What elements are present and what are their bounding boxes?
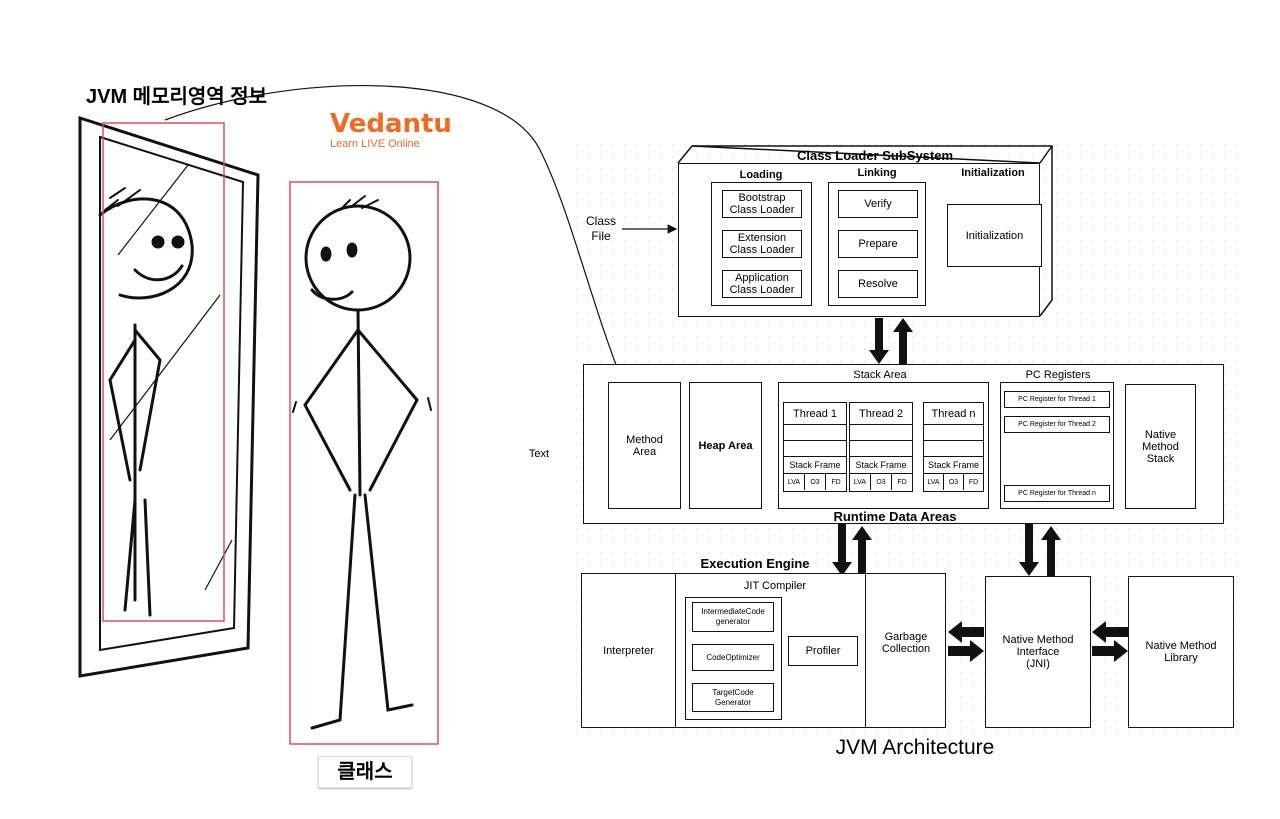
linking-label: Linking xyxy=(857,167,897,179)
mirror-stick-figure xyxy=(98,187,194,617)
execution-engine-label: Execution Engine xyxy=(700,556,810,571)
thread-2-stack-frame: Stack Frame xyxy=(850,457,912,474)
initialization-label: Initialization xyxy=(961,167,1025,179)
vedantu-logo: Vedantu Learn LIVE Online xyxy=(330,109,452,158)
thread-n-column: Thread n Stack Frame LVA O3 FD xyxy=(923,402,984,492)
thick-arrows xyxy=(810,224,1128,662)
thread-n-lva: LVA xyxy=(924,474,944,490)
title-to-method-area-arrow xyxy=(164,85,625,385)
thread-2-fd: FD xyxy=(897,478,907,486)
pc-register-thread-n: PC Register for Thread n xyxy=(1004,485,1110,502)
pc-register-thread-2: PC Register for Thread 2 xyxy=(1004,416,1110,433)
thread-n-stack-frame: Stack Frame xyxy=(924,457,983,474)
application-class-loader: Application Class Loader xyxy=(722,270,802,298)
thread-n-label: Thread n xyxy=(924,403,983,425)
profiler-box: Profiler xyxy=(788,636,858,666)
jit-compiler-label: JIT Compiler xyxy=(743,580,807,592)
class-loader-3d-edges xyxy=(677,145,1053,317)
thread-2-o3: O3 xyxy=(871,474,892,490)
loading-label: Loading xyxy=(739,169,783,181)
native-method-stack: Native Method Stack xyxy=(1125,384,1196,509)
jvm-architecture-title: JVM Architecture xyxy=(835,736,995,759)
mirror xyxy=(78,115,260,678)
prepare-box: Prepare xyxy=(838,230,918,258)
thread-2-lva: LVA xyxy=(850,474,871,490)
pc-registers-label: PC Registers xyxy=(1025,369,1091,381)
native-method-library: Native Method Library xyxy=(1128,576,1234,728)
figure-highlight-box xyxy=(289,181,439,745)
thread-1-column: Thread 1 Stack Frame LVA O3 FD xyxy=(783,402,847,492)
mirror-highlight-box xyxy=(102,122,225,622)
jni-box: Native Method Interface (JNI) xyxy=(985,576,1091,728)
class-caption: 클래스 xyxy=(318,756,412,788)
target-code-generator: TargetCode Generator xyxy=(692,683,774,712)
initialization-box: Initialization xyxy=(947,204,1042,267)
class-loader-title: Class Loader SubSystem xyxy=(796,148,954,163)
garbage-collection-box: Garbage Collection xyxy=(881,631,931,655)
thread-2-column: Thread 2 Stack Frame LVA O3 FD xyxy=(849,402,913,492)
thread-n-fd: FD xyxy=(968,478,979,486)
stick-figure xyxy=(292,195,432,730)
thread-2-label: Thread 2 xyxy=(850,403,912,425)
thread-1-stack-frame: Stack Frame xyxy=(784,457,846,474)
verify-box: Verify xyxy=(838,190,918,218)
heap-area: Heap Area xyxy=(689,382,762,509)
page-title: JVM 메모리영역 정보 xyxy=(86,86,268,108)
bootstrap-class-loader: Bootstrap Class Loader xyxy=(722,190,802,218)
resolve-box: Resolve xyxy=(838,270,918,298)
extension-class-loader: Extension Class Loader xyxy=(722,230,802,258)
vedantu-logo-name: Vedantu xyxy=(330,109,452,139)
interpreter-box: Interpreter xyxy=(581,573,676,728)
thread-1-fd: FD xyxy=(831,478,841,486)
class-file-label: Class File xyxy=(585,214,616,243)
runtime-data-areas-label: Runtime Data Areas xyxy=(833,509,957,524)
method-area: Method Area xyxy=(608,382,681,509)
text-label: Text xyxy=(528,448,550,460)
code-optimizer: CodeOptimizer xyxy=(692,644,774,671)
thread-1-lva: LVA xyxy=(784,474,805,490)
pc-register-thread-1: PC Register for Thread 1 xyxy=(1004,391,1110,408)
thread-n-o3: O3 xyxy=(944,474,964,490)
thread-1-label: Thread 1 xyxy=(784,403,846,425)
stack-area-label: Stack Area xyxy=(853,369,907,381)
vedantu-logo-tagline: Learn LIVE Online xyxy=(330,138,420,150)
thread-1-o3: O3 xyxy=(805,474,826,490)
intermediate-code-generator: IntermediateCode generator xyxy=(692,602,774,632)
